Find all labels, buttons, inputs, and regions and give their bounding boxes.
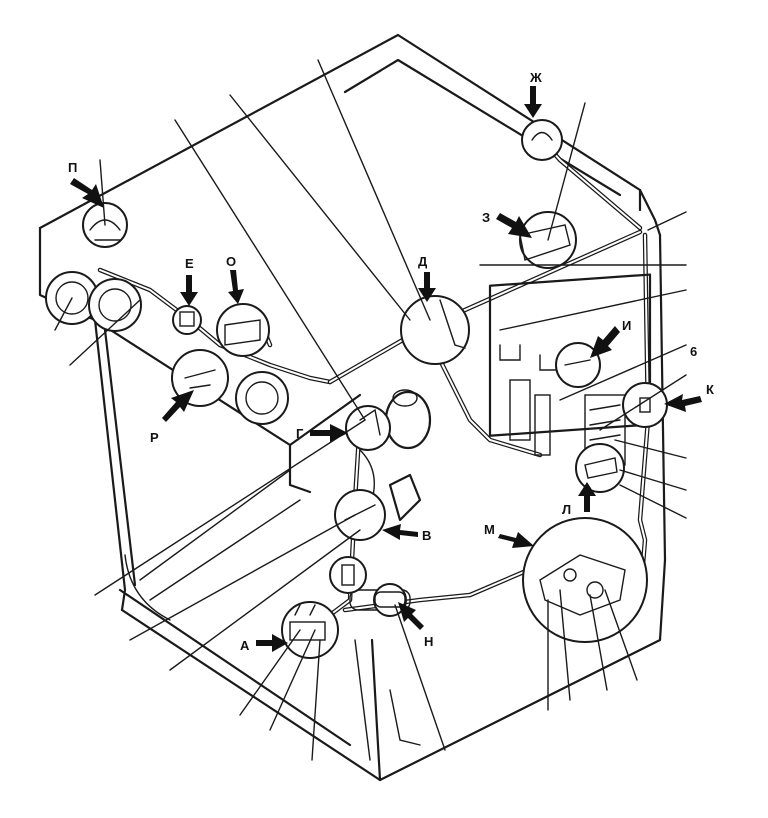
label-L: Л — [562, 502, 571, 517]
circle-D — [400, 295, 470, 365]
circle-L — [575, 443, 625, 493]
label-E: Е — [185, 256, 194, 271]
label-R: Р — [150, 430, 159, 445]
detail-circles — [45, 119, 668, 659]
label-A: А — [240, 638, 250, 653]
arrow-G — [310, 424, 348, 442]
arrow-Z — [496, 213, 532, 238]
label-K: К — [706, 382, 714, 397]
label-D: Д — [418, 254, 428, 269]
arrow-M — [498, 532, 534, 548]
label-O: О — [226, 254, 236, 269]
circle-A — [281, 601, 339, 659]
leader-lines — [54, 59, 687, 761]
pointer-arrows — [70, 86, 702, 652]
circle-G — [345, 405, 391, 451]
knob-lower — [235, 371, 289, 425]
circle-small — [329, 556, 367, 594]
arrow-I — [590, 326, 620, 358]
label-V: В — [422, 528, 431, 543]
circle-E — [172, 305, 202, 335]
label-I: И — [622, 318, 631, 333]
arrow-K — [664, 394, 702, 412]
label-Z: З — [482, 210, 490, 225]
label-M: М — [484, 522, 495, 537]
arrow-R — [162, 390, 194, 422]
circle-ZH — [521, 119, 563, 161]
cabinet-outline — [38, 33, 667, 782]
arrow-ZH — [524, 86, 542, 118]
circle-R — [171, 349, 229, 407]
arrow-D — [418, 272, 436, 302]
components — [349, 273, 652, 611]
arrow-E — [180, 275, 198, 306]
knob-right — [88, 278, 142, 332]
circle-O — [216, 303, 270, 357]
label-P: П — [68, 160, 77, 175]
label-G: Г — [296, 426, 304, 441]
arrow-L — [578, 482, 596, 512]
label-six: 6 — [690, 344, 697, 359]
arrow-V — [382, 524, 418, 540]
circle-M — [522, 517, 648, 643]
arrow-N — [398, 602, 424, 630]
arrow-A — [256, 634, 288, 652]
arrow-O — [228, 270, 244, 304]
circle-V — [334, 489, 386, 541]
arrow-P — [70, 178, 104, 208]
circle-K — [622, 382, 668, 428]
label-ZH: Ж — [529, 70, 542, 85]
circle-I — [555, 342, 601, 388]
letter-labels: П Е О Р Ж З Д И 6 К Л Г В М А Н — [68, 70, 714, 653]
label-N: Н — [424, 634, 433, 649]
